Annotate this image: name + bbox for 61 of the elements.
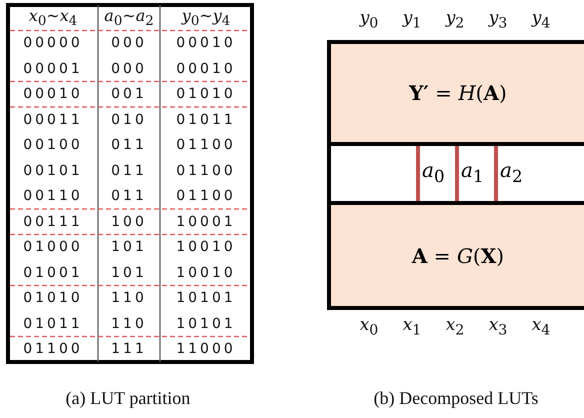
table-cell-text: 100 — [110, 212, 148, 232]
table-cell-text: 00010 — [175, 34, 237, 54]
table-cell-text: 000 — [110, 34, 148, 54]
table-cell-text: 01100 — [175, 187, 237, 206]
table-cell-text: 10010 — [175, 238, 237, 258]
signal-label: x$_{1}$ — [402, 315, 422, 338]
table-cell-text: 10001 — [175, 212, 237, 232]
table-cell-text: 110 — [110, 289, 148, 308]
table-cell-text: 10101 — [175, 314, 237, 334]
table-cell-text: 101 — [110, 238, 148, 258]
table-cell-text: 00001 — [22, 60, 84, 79]
table-cell-text: 101 — [110, 264, 148, 283]
table-cell-text: 00000 — [22, 34, 84, 54]
equation: Y′ = H(A) — [409, 81, 507, 105]
table-cell-text: 00101 — [22, 162, 84, 181]
table-cell-text: 110 — [110, 314, 148, 334]
table-cell-text: 01100 — [175, 136, 237, 156]
signal-label: a$_{2}$ — [500, 158, 523, 186]
table-cell-text: 001 — [110, 85, 148, 104]
table-cell-text: 01100 — [175, 162, 237, 181]
signal-label: y$_{4}$ — [530, 8, 552, 32]
table-cell-text: 01011 — [175, 110, 237, 130]
caption: (b) Decomposed LUTs — [372, 388, 540, 409]
signal-label: a$_{1}$ — [461, 158, 484, 186]
table-cell-text: 010 — [110, 110, 148, 130]
table-cell-text: 10010 — [175, 264, 237, 283]
table-cell-text: 000 — [110, 60, 148, 79]
signal-label: y$_{1}$ — [401, 8, 422, 32]
signal-label: a$_{0}$ — [422, 158, 445, 186]
caption: (a) LUT partition — [64, 388, 192, 409]
column-header: y$_{0}$~y$_{4}$ — [180, 5, 232, 30]
table-cell-text: 111 — [110, 340, 148, 360]
table-cell-text: 11000 — [175, 340, 237, 360]
table-cell-text: 00110 — [22, 187, 84, 206]
signal-label: x$_{0}$ — [358, 315, 380, 338]
table-cell-text: 00100 — [22, 136, 84, 156]
lut-block — [327, 40, 584, 146]
table-cell-text: 011 — [110, 162, 148, 181]
column-header: a$_{0}$~a$_{2}$ — [103, 5, 155, 30]
signal-label: x$_{2}$ — [444, 315, 466, 338]
table-cell-text: 01001 — [22, 264, 84, 283]
table-cell-text: 00010 — [22, 85, 84, 104]
signal-label: y$_{0}$ — [358, 8, 380, 32]
table-cell-text: 00010 — [175, 60, 237, 79]
table-cell-text: 01010 — [175, 85, 237, 104]
table-cell-text: 01100 — [22, 340, 84, 360]
table-cell-text: 01000 — [22, 238, 84, 258]
signal-label: y$_{2}$ — [444, 8, 466, 32]
equation: A = G(X) — [412, 244, 504, 268]
column-header: x$_{0}$~x$_{4}$ — [28, 5, 78, 30]
table-cell-text: 00011 — [22, 110, 84, 130]
lut-block — [327, 201, 584, 310]
table-cell-text: 10101 — [175, 289, 237, 308]
signal-label: y$_{3}$ — [487, 8, 508, 32]
signal-label: x$_{4}$ — [530, 315, 552, 338]
table-cell-text: 011 — [110, 136, 148, 156]
table-cell-text: 01011 — [22, 314, 84, 334]
table-cell-text: 00111 — [22, 212, 84, 232]
table-cell-text: 01010 — [22, 289, 84, 308]
table-cell-text: 011 — [110, 187, 148, 206]
signal-label: x$_{3}$ — [488, 315, 508, 338]
